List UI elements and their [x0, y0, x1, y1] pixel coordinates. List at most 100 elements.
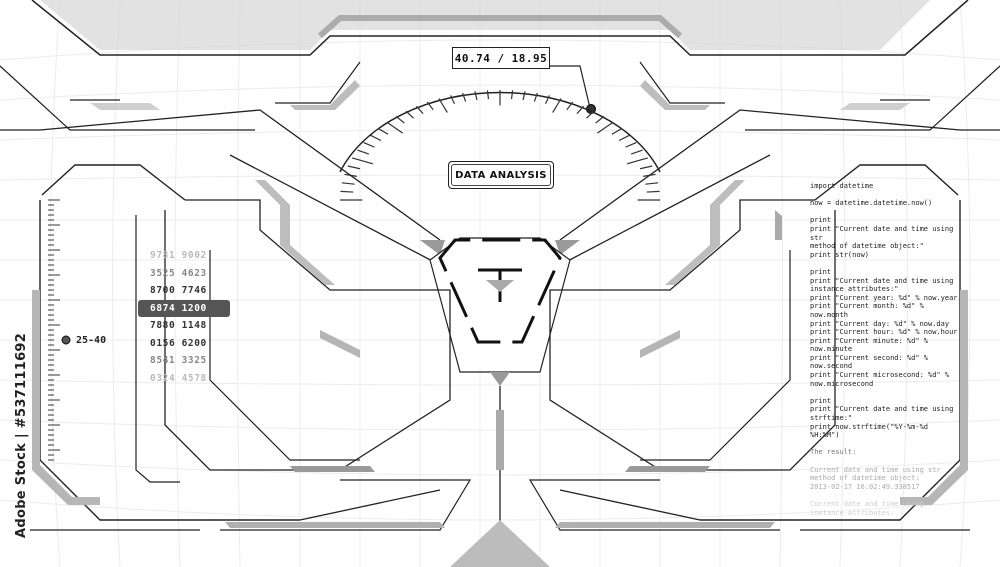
- code-line: print "Current date and time using: [810, 276, 954, 285]
- code-line: print "Current second: %d" %: [810, 353, 929, 362]
- gauge-tick: [625, 141, 637, 148]
- code-line: %H:%M"): [810, 431, 840, 440]
- gauge-tick: [370, 134, 382, 142]
- gauge-tick: [462, 92, 467, 102]
- list-item-selected[interactable]: 6874 1200: [138, 299, 230, 317]
- gauge-tick: [347, 165, 361, 170]
- gauge-tick: [426, 101, 434, 111]
- top-right-bars: [639, 61, 1000, 131]
- gauge-tick: [544, 95, 550, 105]
- central-emblem: [429, 237, 571, 567]
- code-panel: import datetime now = datetime.datetime.…: [810, 182, 960, 517]
- readout-connector: [548, 65, 591, 109]
- code-line: now.second: [810, 362, 853, 371]
- gauge-tick: [510, 90, 514, 100]
- gauge-tick: [405, 110, 414, 119]
- code-line: print "Current date and time using: [810, 405, 954, 414]
- code-line: now.month: [810, 310, 848, 319]
- gauge-tick: [646, 190, 660, 193]
- gauge-tick: [395, 115, 405, 124]
- code-line: 2013-02-17 16:02:49.338517: [810, 482, 920, 491]
- code-line: The result:: [810, 448, 857, 457]
- code-line: print: [810, 216, 832, 225]
- code-line: method of datetime object:: [810, 474, 920, 483]
- list-item[interactable]: 3525 4623: [150, 267, 207, 279]
- list-item[interactable]: 8700 7746: [150, 285, 207, 296]
- gauge-tick: [341, 182, 355, 185]
- watermark: Adobe Stock | #537111692: [12, 333, 34, 540]
- code-line: print str(now): [810, 250, 870, 259]
- code-line: instance attributes:: [810, 508, 895, 517]
- left-panel-frame: [30, 164, 472, 531]
- code-line: print: [810, 396, 832, 405]
- list-item[interactable]: 7880 1148: [150, 320, 207, 331]
- code-line: print "Current month: %d" %: [810, 302, 924, 311]
- gauge-tick: [645, 182, 659, 185]
- gauge-tick: [576, 105, 585, 115]
- right-panel-frame: [528, 164, 970, 531]
- code-line: strftime:": [810, 414, 853, 423]
- gauge-tick: [596, 121, 614, 134]
- code-line: now.microsecond: [810, 379, 874, 388]
- gauge-tick: [415, 105, 424, 115]
- list-item[interactable]: 8541 3325: [150, 355, 207, 366]
- gauge-tick: [595, 115, 605, 124]
- code-line: print "Current minute: %d" %: [810, 336, 929, 345]
- code-line: instance attributes:": [810, 285, 899, 294]
- code-line: print "Current day: %d" % now.day: [810, 319, 950, 328]
- top-frame: [31, 0, 969, 56]
- code-line: print: [810, 267, 832, 276]
- gauge-tick: [340, 190, 354, 193]
- code-line: print "Current hour: %d" % now.hour: [810, 328, 958, 337]
- gauge-tick: [474, 91, 478, 101]
- gauge-tick: [626, 157, 648, 165]
- code-line: [810, 259, 960, 268]
- code-line: [810, 457, 960, 466]
- coordinate-readout: 40.74 / 18.95: [452, 47, 550, 69]
- top-left-bars: [0, 61, 361, 131]
- code-line: [810, 388, 960, 397]
- gauge: [339, 90, 661, 201]
- number-list: 9781 9002 3525 4623 8700 7746 6874 1200 …: [138, 247, 230, 387]
- gauge-tick: [566, 101, 574, 111]
- gauge-tick: [438, 98, 448, 113]
- gauge-tick: [357, 149, 370, 155]
- range-marker-icon: [61, 335, 71, 345]
- gauge-tick: [352, 157, 374, 165]
- list-item[interactable]: 9781 9002: [150, 250, 207, 261]
- gauge-tick: [618, 134, 630, 142]
- code-line: print "Current date and time using str: [810, 224, 958, 242]
- gauge-tick: [450, 95, 456, 105]
- list-item[interactable]: 0156 6200: [150, 337, 207, 349]
- gauge-tick: [363, 141, 375, 148]
- title-badge: DATA ANALYSIS: [448, 161, 554, 189]
- gauge-tick: [586, 110, 595, 119]
- code-line: print now.strftime("%Y-%m-%d: [810, 422, 929, 431]
- range-label: 25-40: [76, 335, 107, 346]
- code-line: [810, 491, 960, 500]
- code-line: [810, 440, 960, 449]
- list-item[interactable]: 0324 4578: [150, 372, 207, 384]
- code-line: now = datetime.datetime.now(): [810, 199, 933, 208]
- gauge-tick: [378, 128, 389, 135]
- code-line: method of datetime object:": [810, 242, 924, 251]
- code-line: Current date and time using: [810, 499, 924, 508]
- gauge-tick: [639, 165, 653, 170]
- gauge-tick: [533, 92, 538, 102]
- gauge-tick: [486, 90, 490, 100]
- page-title: DATA ANALYSIS: [455, 169, 547, 181]
- gauge-tick: [386, 121, 404, 134]
- code-line: import datetime: [810, 182, 874, 190]
- code-line: print "Current microsecond: %d" %: [810, 371, 950, 380]
- central-arms: [0, 109, 1000, 266]
- code-line: print "Current year: %d" % now.year: [810, 293, 958, 302]
- gauge-tick: [630, 149, 643, 155]
- code-line: Current date and time using str: [810, 465, 941, 474]
- code-line: now.minute: [810, 345, 853, 354]
- gauge-tick: [611, 128, 622, 135]
- code-line: [810, 208, 960, 217]
- code-line: [810, 191, 960, 200]
- gauge-tick: [552, 98, 562, 113]
